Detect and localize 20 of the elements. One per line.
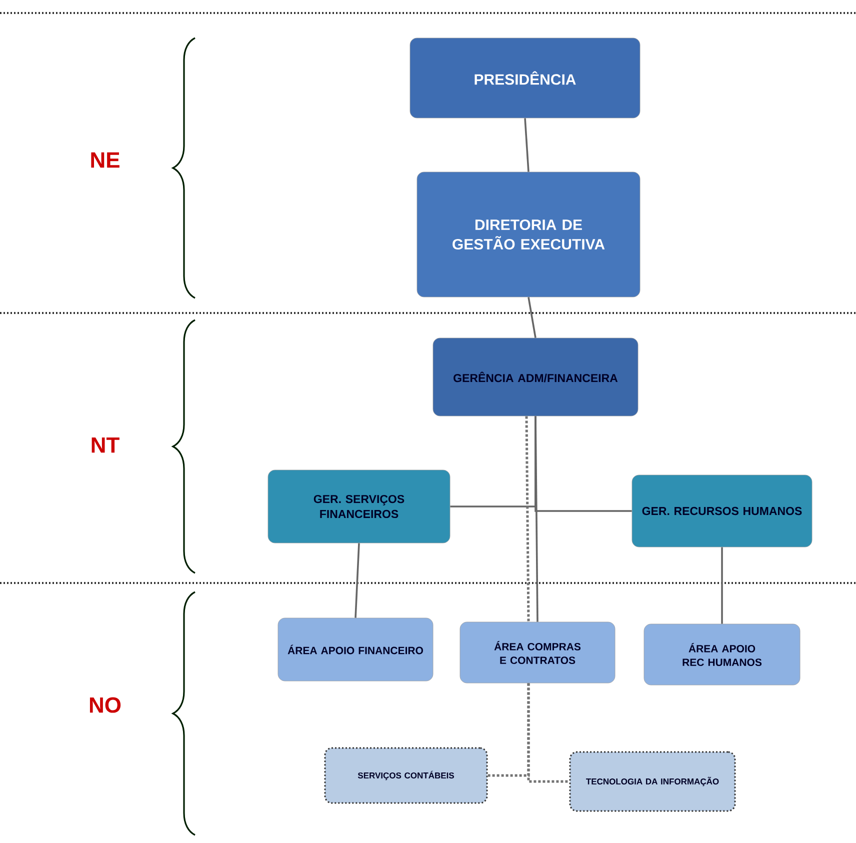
connector-line xyxy=(721,547,723,624)
org-box: ÁREA APOIO REC HUMANOS xyxy=(644,624,800,686)
connector-line xyxy=(524,118,530,172)
connector-line xyxy=(354,543,360,618)
org-box: TECNOLOGIA DA INFORMAÇÃO xyxy=(569,751,736,812)
level-label: NT xyxy=(92,437,120,453)
org-box: DIRETORIA DE GESTÃO EXECUTIVA xyxy=(416,172,640,298)
org-box: ÁREA COMPRAS E CONTRATOS xyxy=(460,622,616,684)
connector-line xyxy=(528,297,536,338)
org-box: PRESIDÊNCIA xyxy=(410,38,640,118)
connector-line xyxy=(525,416,530,622)
org-box: ÁREA APOIO FINANCEIRO xyxy=(278,618,434,682)
connector-line xyxy=(534,416,538,622)
level-label: NO xyxy=(90,697,121,713)
org-box: GERÊNCIA ADM/FINANCEIRA xyxy=(432,338,638,416)
level-label: NE xyxy=(91,152,120,168)
org-box: GER. RECURSOS HUMANOS xyxy=(632,474,812,548)
connector-line xyxy=(527,683,570,783)
org-box: GER. SERVIÇOS FINANCEIROS xyxy=(268,470,450,544)
org-box: SERVIÇOS CONTÁBEIS xyxy=(324,747,488,804)
